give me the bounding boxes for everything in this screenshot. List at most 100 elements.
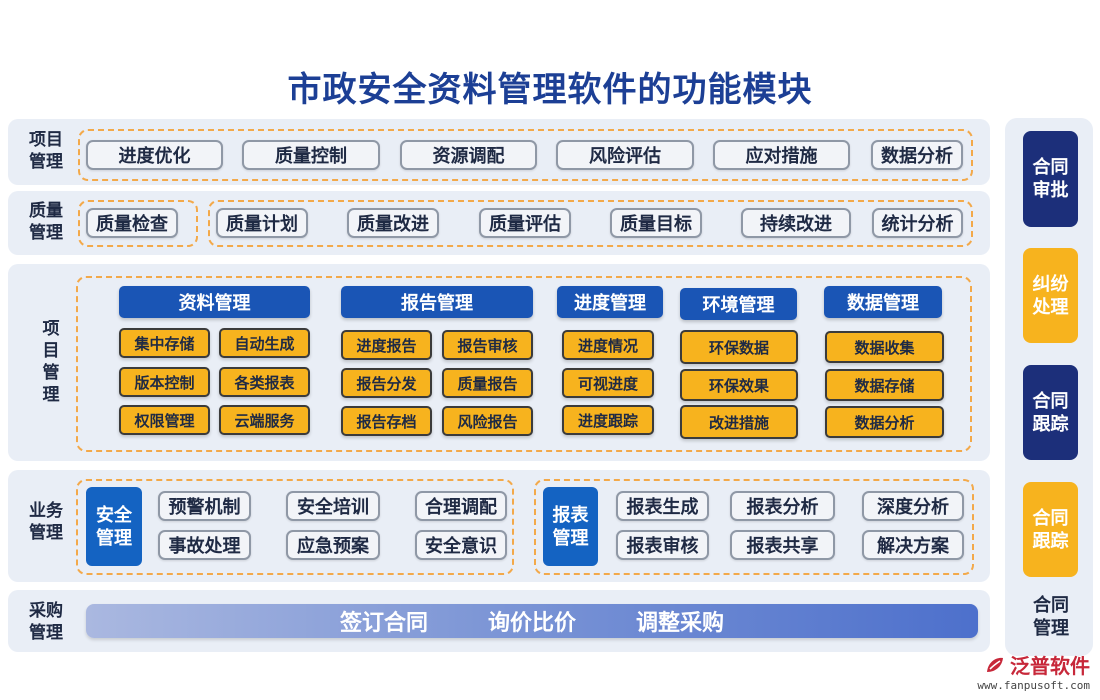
module-item[interactable]: 报告审核 [442,330,533,360]
row1-label-line2: 管理 [29,152,63,172]
side-line2: 审批 [1032,180,1069,201]
report-item[interactable]: 深度分析 [862,491,964,521]
side-line2: 管理 [1033,618,1069,639]
row1-item[interactable]: 应对措施 [713,140,850,170]
safety-box-line1: 安全 [96,504,132,526]
module-header-environment[interactable]: 环境管理 [680,288,797,320]
row2-item[interactable]: 质量评估 [479,208,571,238]
row2-item[interactable]: 统计分析 [872,208,963,238]
module-item[interactable]: 环保效果 [680,369,798,401]
report-item[interactable]: 报表分析 [730,491,835,521]
row1-label: 项目 管理 [16,129,76,173]
side-line1: 纠纷 [1032,273,1069,295]
row3-group [76,276,972,452]
module-item[interactable]: 权限管理 [119,405,210,435]
brand-logo: 泛普软件 www.fanpusoft.com [977,650,1090,692]
row1-item[interactable]: 进度优化 [86,140,223,170]
safety-box-line2: 管理 [96,527,132,549]
purchase-item-sign-contract[interactable]: 签订合同 [339,611,428,636]
safety-item[interactable]: 事故处理 [158,530,251,560]
module-item[interactable]: 进度跟踪 [562,405,654,435]
side-line2: 处理 [1032,296,1069,318]
report-item[interactable]: 报表共享 [730,530,835,560]
row2-item[interactable]: 质量计划 [216,208,308,238]
module-item[interactable]: 版本控制 [119,367,210,397]
module-item[interactable]: 进度报告 [341,330,432,360]
row-business-management-bg [8,470,990,582]
module-item[interactable]: 可视进度 [562,368,654,398]
side-line2: 跟踪 [1032,530,1069,552]
row4-label-line2: 管理 [29,523,63,543]
module-item[interactable]: 改进措施 [680,405,798,439]
side-line1: 合同 [1033,595,1069,616]
module-item[interactable]: 自动生成 [219,328,310,358]
brand-leaf-icon [987,657,1003,672]
row2-item[interactable]: 质量改进 [347,208,439,238]
module-header-progress[interactable]: 进度管理 [557,286,663,318]
module-item[interactable]: 环保数据 [680,330,798,364]
module-header-reports[interactable]: 报告管理 [341,286,533,318]
side-line1: 合同 [1032,157,1069,178]
row2-label-line2: 管理 [29,223,63,243]
row1-item[interactable]: 资源调配 [400,140,537,170]
row2-item[interactable]: 质量目标 [610,208,702,238]
safety-item[interactable]: 应急预案 [286,530,380,560]
module-item[interactable]: 报告存档 [341,406,432,436]
side-line1: 合同 [1032,507,1069,529]
row5-label-line2: 管理 [29,623,63,643]
module-item[interactable]: 报告分发 [341,368,432,398]
purchase-bar: 签订合同 询价比价 调整采购 [86,604,978,638]
module-item[interactable]: 云端服务 [219,405,310,435]
module-header-data[interactable]: 数据管理 [824,286,942,318]
row2-group-left [78,200,198,247]
row3-label-char: 理 [42,385,60,405]
purchase-item-adjust-purchase[interactable]: 调整采购 [636,611,725,636]
row2-label-line1: 质量 [29,201,63,221]
row4-group-left [76,479,514,575]
module-item[interactable]: 风险报告 [442,406,533,436]
row4-label: 业务 管理 [16,500,76,544]
row5-label-line1: 采购 [29,601,63,621]
safety-item[interactable]: 安全意识 [415,530,507,560]
row4-label-line1: 业务 [29,501,63,521]
side-contract-approval[interactable]: 合同 审批 [1023,131,1078,227]
report-item[interactable]: 报表审核 [616,530,709,560]
row3-label: 项 目 管 理 [40,318,62,406]
side-contract-management[interactable]: 合同 管理 [1018,592,1084,642]
row1-item[interactable]: 风险评估 [556,140,694,170]
side-contract-tracking-2[interactable]: 合同 跟踪 [1023,482,1078,577]
side-line2: 跟踪 [1032,413,1069,435]
side-contract-tracking[interactable]: 合同 跟踪 [1023,365,1078,460]
safety-item[interactable]: 安全培训 [286,491,380,521]
safety-management-box[interactable]: 安全 管理 [86,487,142,566]
module-item[interactable]: 数据分析 [825,406,944,438]
report-item[interactable]: 报表生成 [616,491,709,521]
module-item[interactable]: 各类报表 [219,367,310,397]
row4-group-right [534,479,974,575]
row3-label-char: 项 [42,319,60,339]
module-item[interactable]: 集中存储 [119,328,210,358]
module-header-documents[interactable]: 资料管理 [119,286,310,318]
safety-item[interactable]: 合理调配 [415,491,507,521]
side-dispute-handling[interactable]: 纠纷 处理 [1023,248,1078,343]
report-item[interactable]: 解决方案 [862,530,964,560]
row2-first-item[interactable]: 质量检查 [86,208,178,238]
report-box-line2: 管理 [552,527,589,549]
purchase-item-compare-price[interactable]: 询价比价 [487,611,576,636]
module-item[interactable]: 数据存储 [825,369,944,401]
module-item[interactable]: 进度情况 [562,330,654,360]
safety-item[interactable]: 预警机制 [158,491,251,521]
report-management-box[interactable]: 报表 管理 [543,487,598,566]
row1-item[interactable]: 质量控制 [242,140,380,170]
row3-label-char: 目 [42,341,60,361]
brand-url: www.fanpusoft.com [977,679,1090,692]
page-title: 市政安全资料管理软件的功能模块 [287,70,813,110]
row2-item[interactable]: 持续改进 [741,208,851,238]
report-box-line1: 报表 [552,504,589,526]
row5-label: 采购 管理 [16,600,76,644]
row2-group-right [208,200,973,247]
row3-label-char: 管 [42,363,60,383]
module-item[interactable]: 质量报告 [442,368,533,398]
row1-item[interactable]: 数据分析 [871,140,963,170]
module-item[interactable]: 数据收集 [825,331,944,363]
